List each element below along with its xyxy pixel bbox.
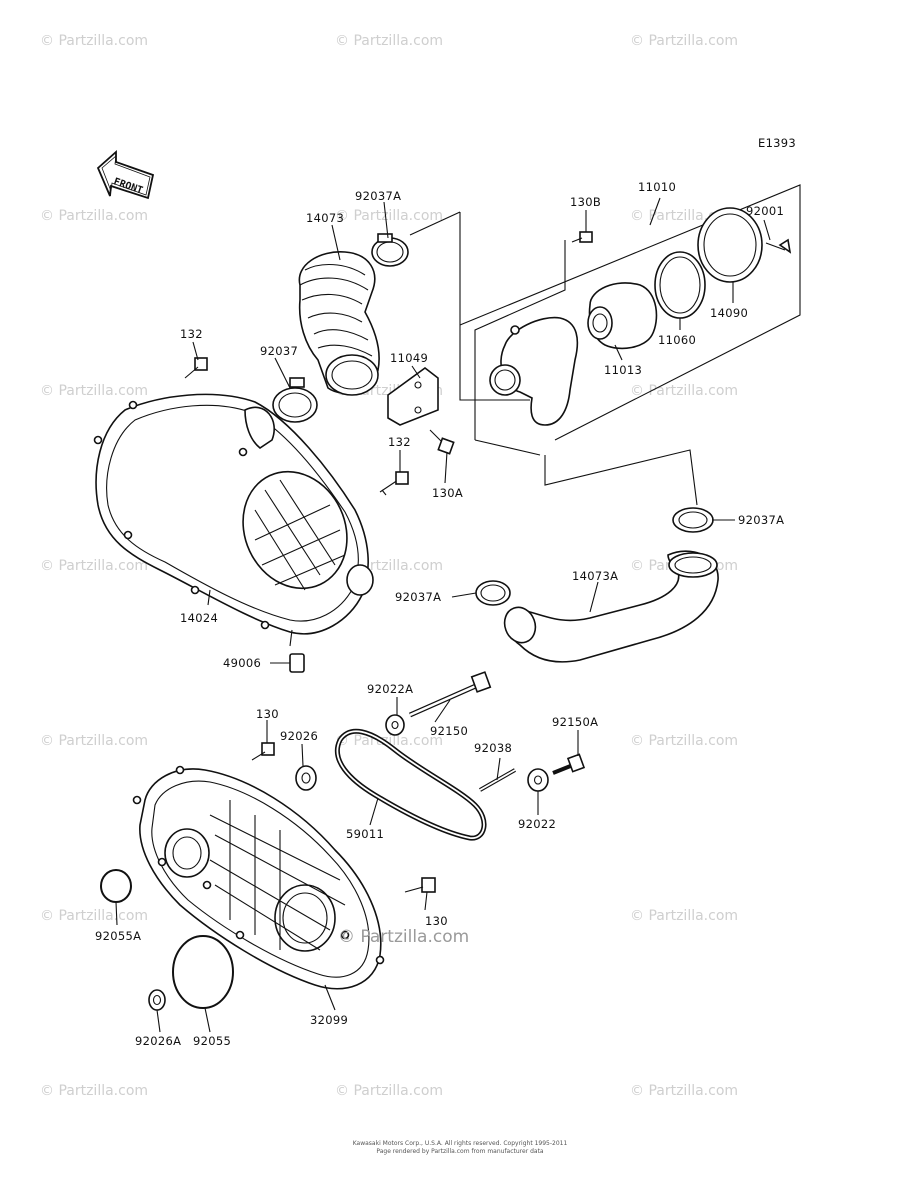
screw-92001 bbox=[765, 238, 792, 254]
label-14073: 14073 bbox=[306, 211, 344, 225]
watermark: © Partzilla.com bbox=[40, 33, 148, 49]
footer-line-2: Page rendered by Partzilla.com from manu… bbox=[376, 1148, 544, 1155]
label-92026a: 92026A bbox=[135, 1034, 181, 1048]
label-59011: 59011 bbox=[346, 827, 384, 841]
watermark: © Partzilla.com bbox=[335, 33, 443, 49]
washer-92022 bbox=[527, 768, 549, 792]
watermark: © Partzilla.com bbox=[335, 1083, 443, 1099]
watermark: © Partzilla.com bbox=[335, 733, 443, 749]
drain-49006 bbox=[289, 629, 305, 673]
o-ring-92055a bbox=[100, 869, 132, 903]
label-92037a-left: 92037A bbox=[395, 590, 441, 604]
label-14073a: 14073A bbox=[572, 569, 618, 583]
label-32099: 32099 bbox=[310, 1013, 348, 1027]
watermark: © Partzilla.com bbox=[40, 908, 148, 924]
clutch-cover-14024 bbox=[93, 393, 374, 635]
label-92037a-top: 92037A bbox=[355, 189, 401, 203]
label-132-mid: 132 bbox=[388, 435, 411, 449]
label-49006: 49006 bbox=[223, 656, 261, 670]
label-11010: 11010 bbox=[638, 180, 676, 194]
label-92037a-right: 92037A bbox=[738, 513, 784, 527]
label-92150a: 92150A bbox=[552, 715, 598, 729]
clamp-92037 bbox=[272, 377, 318, 423]
gasket-11060 bbox=[654, 251, 706, 319]
watermark: © Partzilla.com bbox=[335, 208, 443, 224]
label-92037: 92037 bbox=[260, 344, 298, 358]
bolt-132-mid bbox=[379, 471, 409, 496]
part-labels: 14073 92037A 130B 11010 92001 14090 1106… bbox=[95, 180, 784, 1048]
bolt-130-top bbox=[251, 742, 275, 761]
bolt-132-top bbox=[184, 357, 208, 379]
label-14090: 14090 bbox=[710, 306, 748, 320]
watermark: © Partzilla.com bbox=[40, 558, 148, 574]
front-arrow-icon: FRONT bbox=[96, 149, 155, 200]
label-14024: 14024 bbox=[180, 611, 218, 625]
bolt-92150a bbox=[552, 753, 586, 775]
label-130a: 130A bbox=[432, 486, 463, 500]
belt-59011 bbox=[335, 728, 487, 841]
bolt-92150 bbox=[408, 671, 492, 718]
watermark: © Partzilla.com bbox=[630, 1083, 738, 1099]
washer-92022a bbox=[385, 714, 405, 736]
label-92001: 92001 bbox=[746, 204, 784, 218]
label-130-top: 130 bbox=[256, 707, 279, 721]
bolt-130b bbox=[571, 231, 593, 243]
watermark: © Partzilla.com bbox=[630, 383, 738, 399]
label-11013: 11013 bbox=[604, 363, 642, 377]
duct-14073a bbox=[503, 550, 719, 663]
label-11060: 11060 bbox=[658, 333, 696, 347]
label-92055a: 92055A bbox=[95, 929, 141, 943]
label-130b: 130B bbox=[570, 195, 601, 209]
footer-line-1: Kawasaki Motors Corp., U.S.A. All rights… bbox=[352, 1140, 568, 1147]
label-92038: 92038 bbox=[474, 741, 512, 755]
watermark: © Partzilla.com bbox=[40, 733, 148, 749]
watermark: © Partzilla.com bbox=[40, 208, 148, 224]
watermark: © Partzilla.com bbox=[40, 383, 148, 399]
center-watermark: © Partzilla.com bbox=[338, 927, 469, 947]
air-cleaner-housing bbox=[489, 316, 579, 426]
clamp-92037a-left bbox=[475, 580, 511, 606]
cover-14090 bbox=[697, 207, 763, 283]
inner-cover-32099 bbox=[132, 765, 385, 990]
clamp-92037a-right bbox=[672, 507, 714, 533]
watermark: © Partzilla.com bbox=[630, 733, 738, 749]
assembly-bracket bbox=[409, 184, 801, 506]
label-132-top: 132 bbox=[180, 327, 203, 341]
filter-element-11013 bbox=[587, 282, 658, 350]
washer-92026 bbox=[295, 765, 317, 791]
label-11049: 11049 bbox=[390, 351, 428, 365]
washer-92026a bbox=[148, 989, 166, 1011]
diagram-code: E1393 bbox=[758, 136, 796, 150]
label-130-mid: 130 bbox=[425, 914, 448, 928]
intake-duct-14073 bbox=[298, 251, 380, 396]
copyright-footer: Kawasaki Motors Corp., U.S.A. All rights… bbox=[330, 1140, 590, 1156]
bolt-130a bbox=[429, 429, 455, 455]
label-92055: 92055 bbox=[193, 1034, 231, 1048]
o-ring-92055 bbox=[172, 935, 234, 1009]
label-92150: 92150 bbox=[430, 724, 468, 738]
label-92022: 92022 bbox=[518, 817, 556, 831]
bolt-130-mid bbox=[404, 877, 436, 893]
label-92026: 92026 bbox=[280, 729, 318, 743]
watermark: © Partzilla.com bbox=[40, 1083, 148, 1099]
clamp-92037a-top bbox=[371, 233, 409, 267]
watermark: © Partzilla.com bbox=[630, 33, 738, 49]
leader-lines bbox=[115, 201, 771, 1033]
watermark: © Partzilla.com bbox=[630, 908, 738, 924]
label-92022a: 92022A bbox=[367, 682, 413, 696]
bracket-11049 bbox=[387, 367, 439, 426]
